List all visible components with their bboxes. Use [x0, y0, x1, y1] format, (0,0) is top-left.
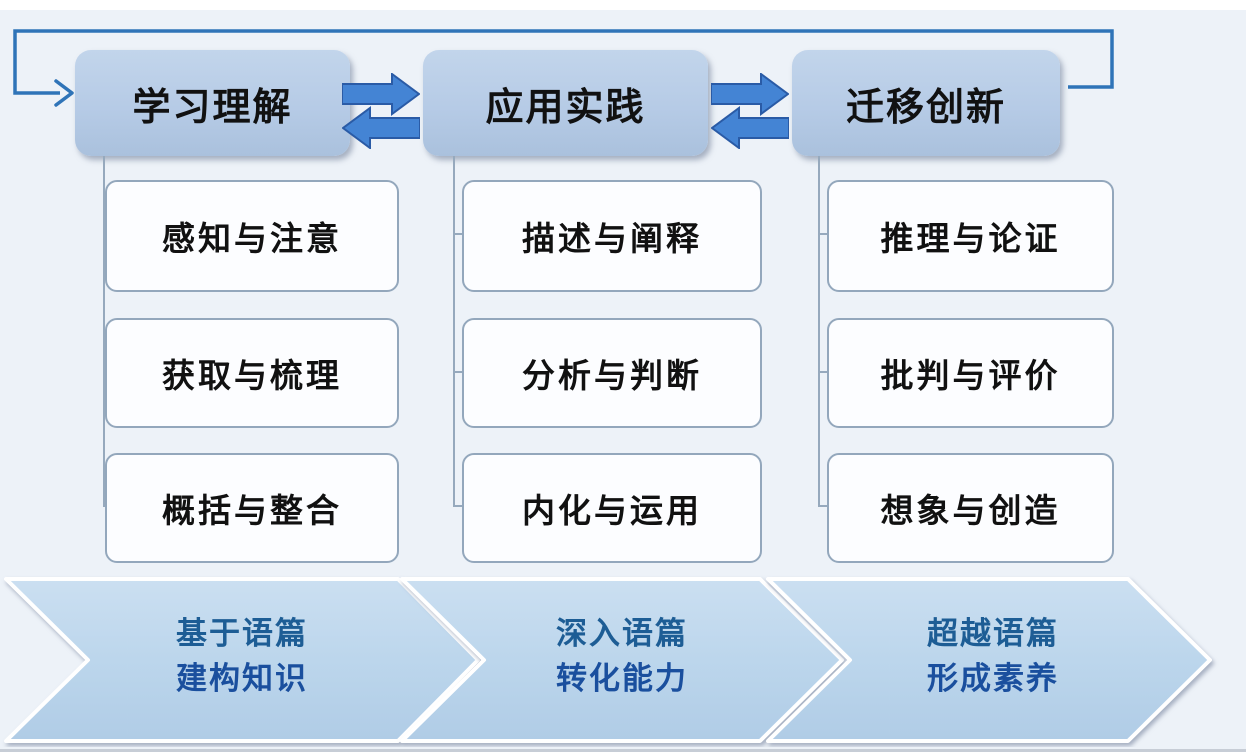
outcome-line: 建构知识: [176, 661, 308, 697]
stage-box-transfer-innovation: 迁移创新: [792, 50, 1060, 156]
outcome-line: 基于语篇: [176, 616, 308, 652]
skill-box: 描述与阐释: [462, 180, 762, 292]
skill-label: 获取与梳理: [162, 356, 342, 395]
connector-stub: [453, 371, 464, 373]
chevron-arrow-shape: [400, 577, 844, 743]
skill-label: 批判与评价: [880, 356, 1061, 395]
bottom-edge-line: [0, 749, 1246, 752]
stage-box-learning-understanding: 学习理解: [75, 50, 350, 156]
skill-label: 分析与判断: [522, 356, 702, 395]
stage-title: 学习理解: [132, 84, 293, 129]
connector-stub: [818, 371, 829, 373]
chevron-arrow-shape: [4, 577, 480, 743]
right-arrow-icon: [342, 73, 420, 116]
outcome-line: 形成素养: [927, 661, 1059, 697]
skill-box: 批判与评价: [827, 318, 1114, 428]
double-swap-arrows-icon: [342, 73, 420, 149]
left-arrow-icon: [342, 106, 420, 149]
skill-label: 概括与整合: [162, 491, 342, 530]
outcome-line: 深入语篇: [556, 616, 688, 652]
skill-label: 想象与创造: [880, 491, 1061, 530]
skill-label: 感知与注意: [162, 219, 342, 258]
connector-stub: [453, 233, 464, 235]
column-connector-line: [818, 156, 820, 506]
outcome-text-stage-3: 超越语篇 形成素养: [843, 612, 1143, 702]
left-arrow-icon: [711, 106, 789, 149]
skill-box: 分析与判断: [462, 318, 762, 428]
outcome-text-stage-1: 基于语篇 建构知识: [92, 612, 392, 702]
skill-box: 想象与创造: [827, 453, 1114, 563]
chevron-arrow-shape: [766, 577, 1212, 743]
skill-label: 描述与阐释: [522, 219, 702, 258]
connector-stub: [453, 505, 464, 507]
skill-label: 推理与论证: [880, 219, 1061, 258]
column-connector-line: [453, 156, 455, 506]
outcome-line: 超越语篇: [927, 616, 1059, 652]
skill-box: 感知与注意: [105, 180, 399, 292]
stage-title: 应用实践: [485, 84, 646, 129]
skill-box: 推理与论证: [827, 180, 1114, 292]
outcome-line: 转化能力: [556, 661, 688, 697]
right-arrow-icon: [711, 73, 789, 116]
connector-stub: [818, 505, 829, 507]
outcome-chevron-band: [4, 577, 1212, 743]
stage-box-application-practice: 应用实践: [423, 50, 708, 156]
stage-title: 迁移创新: [845, 84, 1006, 129]
outcome-text-stage-2: 深入语篇 转化能力: [472, 612, 772, 702]
skill-box: 内化与运用: [462, 453, 762, 563]
skill-label: 内化与运用: [522, 491, 702, 530]
skill-box: 获取与梳理: [105, 318, 399, 428]
connector-stub: [818, 233, 829, 235]
column-connector-line: [103, 156, 105, 506]
double-swap-arrows-icon: [711, 73, 789, 149]
skill-box: 概括与整合: [105, 453, 399, 563]
